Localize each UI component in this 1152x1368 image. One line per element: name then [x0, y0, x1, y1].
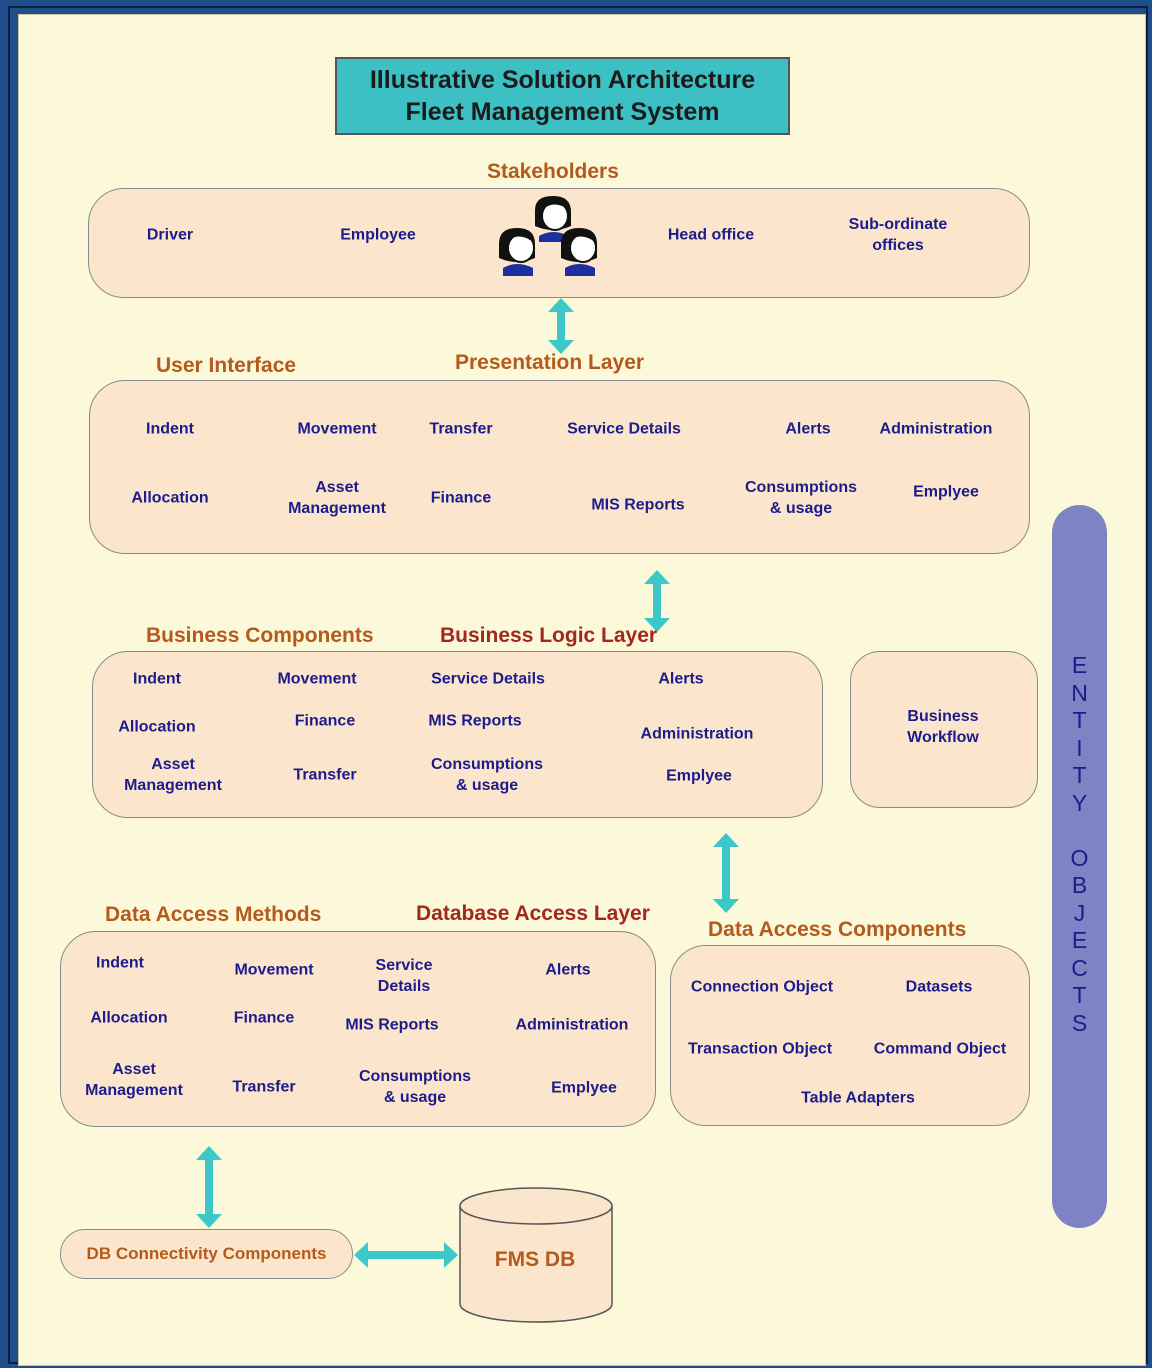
- stakeholder-driver: Driver: [146, 226, 194, 244]
- person-icon: [561, 228, 597, 276]
- da-consumptions-usage: Consumptions & usage: [359, 1068, 471, 1106]
- bidirectional-arrow-icon: [354, 1242, 458, 1268]
- bl-alerts: Alerts: [658, 670, 704, 688]
- business-logic-panel: [92, 651, 823, 818]
- stakeholders-heading: Stakeholders: [487, 160, 619, 183]
- ui-alerts: Alerts: [785, 420, 831, 438]
- ui-indent: Indent: [146, 420, 194, 438]
- title-line-1: Illustrative Solution Architecture: [369, 66, 756, 94]
- da-allocation: Allocation: [90, 1009, 168, 1027]
- ui-transfer: Transfer: [429, 420, 493, 438]
- dac-command-object: Command Object: [873, 1040, 1007, 1058]
- stakeholder-sub-offices: Sub-ordinate offices: [848, 216, 948, 254]
- bl-service-details: Service Details: [431, 670, 545, 688]
- db-connectivity-components: DB Connectivity Components: [60, 1229, 353, 1279]
- bl-consumptions-usage: Consumptions & usage: [431, 756, 543, 794]
- business-workflow: Business Workflow: [907, 708, 979, 746]
- ui-mis-reports: MIS Reports: [591, 496, 685, 514]
- fms-db-label: FMS DB: [494, 1248, 576, 1271]
- data-access-methods-heading: Data Access Methods: [105, 903, 322, 926]
- da-transfer: Transfer: [232, 1078, 296, 1096]
- ui-administration: Administration: [879, 420, 993, 438]
- data-access-components-heading: Data Access Components: [708, 918, 967, 941]
- ui-allocation: Allocation: [131, 489, 209, 507]
- business-components-heading: Business Components: [146, 624, 374, 647]
- ui-asset-management: Asset Management: [288, 479, 386, 517]
- presentation-layer-panel: [89, 380, 1030, 554]
- entity-objects-label: E N T I T Y O B J E C T S: [1070, 652, 1089, 1036]
- bl-transfer: Transfer: [293, 766, 357, 784]
- ui-movement: Movement: [297, 420, 377, 438]
- ui-emplyee: Emplyee: [913, 483, 979, 501]
- da-asset-management: Asset Management: [85, 1061, 183, 1099]
- database-cylinder-icon: [459, 1187, 613, 1323]
- presentation-layer-heading: Presentation Layer: [455, 351, 645, 374]
- ui-consumptions-usage: Consumptions & usage: [745, 479, 857, 517]
- database-access-layer-heading: Database Access Layer: [416, 902, 650, 925]
- bl-allocation: Allocation: [118, 718, 196, 736]
- dac-transaction-object: Transaction Object: [687, 1040, 833, 1058]
- people-group-icon: [499, 196, 597, 276]
- database-access-panel: [60, 931, 656, 1127]
- business-logic-layer-heading: Business Logic Layer: [440, 624, 658, 647]
- data-access-components-panel: [670, 945, 1030, 1126]
- bidirectional-arrow-icon: [713, 833, 739, 913]
- bl-mis-reports: MIS Reports: [428, 712, 522, 730]
- bl-asset-management: Asset Management: [124, 756, 222, 794]
- person-icon: [499, 228, 535, 276]
- bidirectional-arrow-icon: [644, 570, 670, 632]
- ui-finance: Finance: [430, 489, 492, 507]
- bl-administration: Administration: [640, 725, 754, 743]
- user-interface-heading: User Interface: [156, 354, 297, 377]
- da-administration: Administration: [515, 1016, 629, 1034]
- bidirectional-arrow-icon: [548, 298, 574, 354]
- entity-objects-bar: [1052, 505, 1107, 1228]
- da-service-details: Service Details: [375, 957, 433, 995]
- da-finance: Finance: [233, 1009, 295, 1027]
- da-movement: Movement: [234, 961, 314, 979]
- da-emplyee: Emplyee: [551, 1079, 617, 1097]
- da-indent: Indent: [96, 954, 144, 972]
- business-workflow-panel: [850, 651, 1038, 808]
- stakeholder-head-office: Head office: [667, 226, 755, 244]
- bl-movement: Movement: [277, 670, 357, 688]
- dac-table-adapters: Table Adapters: [801, 1089, 915, 1107]
- dac-datasets: Datasets: [905, 978, 973, 996]
- bl-indent: Indent: [133, 670, 181, 688]
- da-mis-reports: MIS Reports: [345, 1016, 439, 1034]
- person-icon: [535, 196, 571, 242]
- diagram-title: Illustrative Solution Architecture Fleet…: [335, 57, 790, 135]
- stakeholder-employee: Employee: [340, 226, 416, 244]
- bidirectional-arrow-icon: [196, 1146, 222, 1228]
- dac-connection-object: Connection Object: [690, 978, 834, 996]
- da-alerts: Alerts: [545, 961, 591, 979]
- bl-emplyee: Emplyee: [666, 767, 732, 785]
- title-line-2: Fleet Management System: [405, 98, 720, 126]
- bl-finance: Finance: [294, 712, 356, 730]
- ui-service-details: Service Details: [567, 420, 681, 438]
